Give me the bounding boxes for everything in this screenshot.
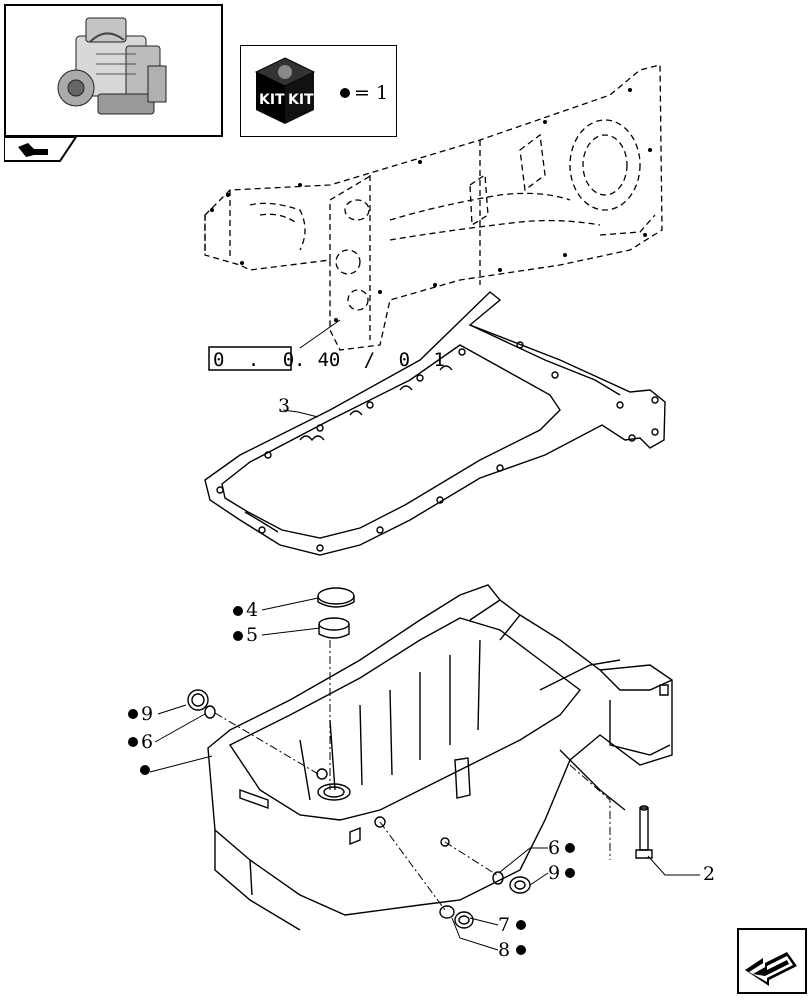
next-page-arrow-icon bbox=[745, 952, 797, 986]
kit-word-right: KIT bbox=[288, 92, 314, 108]
engine-block-phantom bbox=[204, 64, 663, 351]
kit-word-left: KIT bbox=[259, 92, 285, 108]
kit-bullet-1 bbox=[140, 765, 150, 775]
kit-bullet-9-left bbox=[128, 709, 138, 719]
engine-thumbnail-frame bbox=[4, 4, 223, 137]
kit-bullet-6-left bbox=[128, 737, 138, 747]
callout-9-left: 9 bbox=[141, 703, 153, 725]
oil-pan bbox=[207, 584, 673, 931]
callout-6-left: 6 bbox=[141, 731, 153, 753]
callout-5: 5 bbox=[246, 624, 258, 646]
reference-box bbox=[208, 346, 292, 371]
callout-7: 7 bbox=[498, 914, 510, 936]
callouts: 3 4 5 9 6 6 9 7 8 2 bbox=[128, 395, 715, 961]
kit-bullet-7 bbox=[516, 920, 526, 930]
oil-pan-gasket bbox=[204, 291, 666, 556]
callout-2: 2 bbox=[703, 863, 715, 885]
kit-bullet-4 bbox=[233, 606, 243, 616]
navigation-back-icon[interactable] bbox=[4, 137, 84, 167]
small-parts bbox=[187, 587, 653, 929]
reference-rest-text: . 0 / 0 1 bbox=[294, 349, 451, 371]
callout-9-right: 9 bbox=[548, 862, 560, 884]
kit-bullet-8 bbox=[516, 945, 526, 955]
engine-thumbnail-icon bbox=[57, 17, 167, 115]
callout-8: 8 bbox=[498, 939, 510, 961]
kit-bullet-6-right bbox=[565, 843, 575, 853]
next-page-button[interactable] bbox=[737, 928, 807, 994]
callout-3: 3 bbox=[278, 395, 290, 417]
kit-bullet-9-right bbox=[565, 868, 575, 878]
kit-box-icon: KIT KIT bbox=[254, 57, 316, 124]
reference-boxed-text: 0 . 0 4 bbox=[213, 349, 335, 371]
kit-bullet-5 bbox=[233, 631, 243, 641]
callout-6-right: 6 bbox=[548, 837, 560, 859]
callout-4: 4 bbox=[246, 599, 258, 621]
